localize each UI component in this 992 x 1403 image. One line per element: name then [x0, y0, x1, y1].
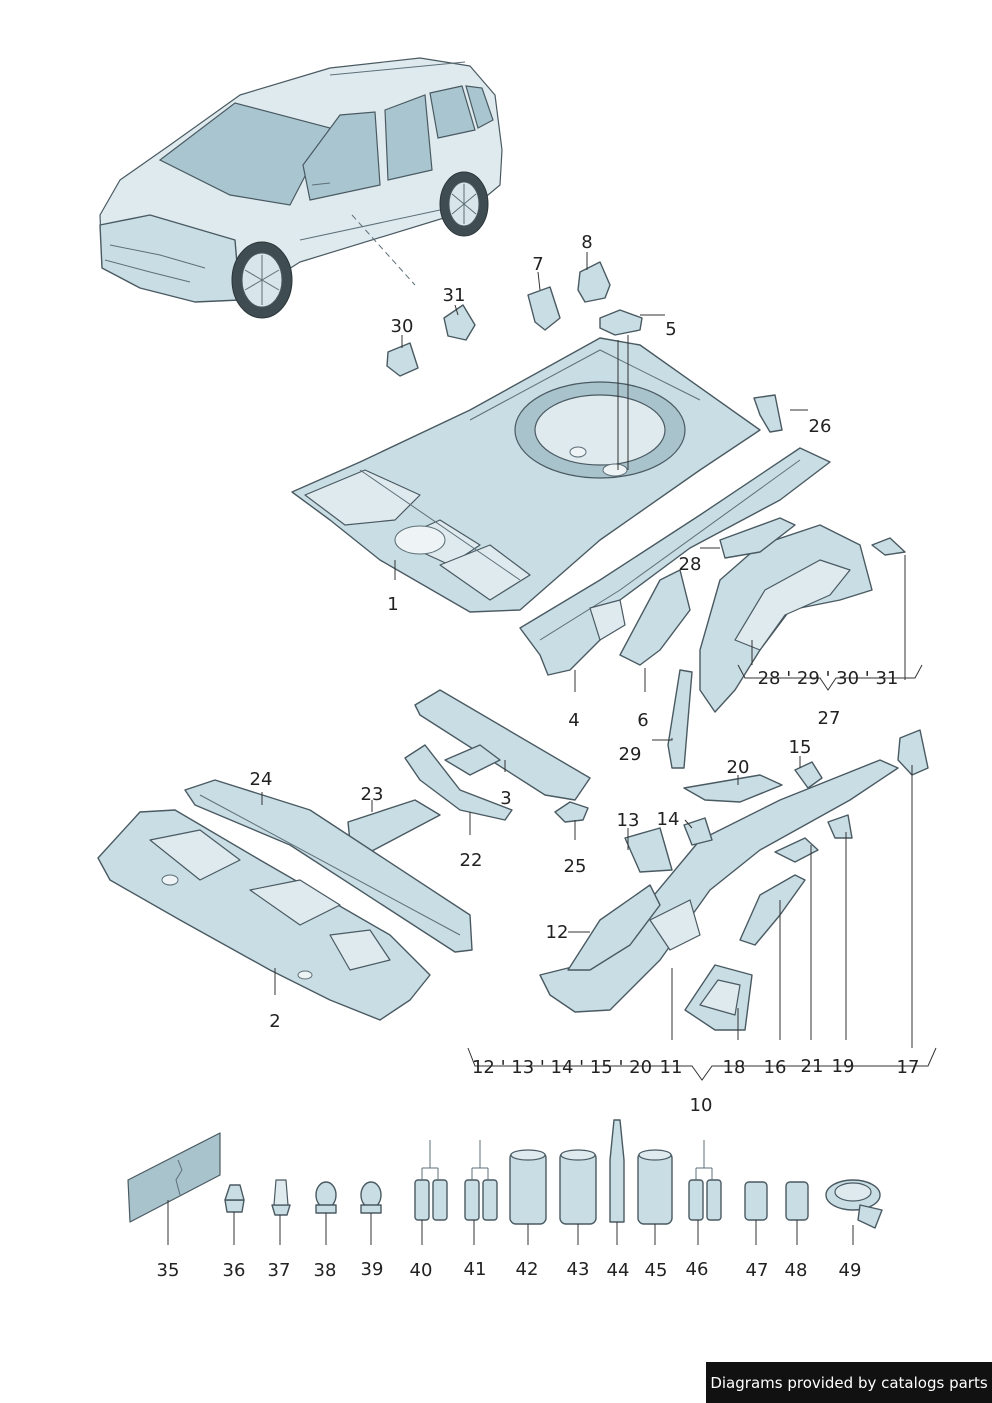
callout-19: 19 — [832, 1056, 855, 1077]
callout-15: 15 — [789, 737, 812, 758]
callout-46: 46 — [686, 1259, 709, 1280]
group-bracket-10 — [467, 1047, 937, 1081]
callout-2: 2 — [269, 1011, 280, 1032]
callout-23: 23 — [361, 784, 384, 805]
callout-13: 13 — [617, 810, 640, 831]
callout-18: 18 — [723, 1057, 746, 1078]
callout-4: 4 — [568, 710, 579, 731]
group-bracket-27 — [737, 664, 923, 691]
callout-6: 6 — [637, 710, 648, 731]
callout-22: 22 — [460, 850, 483, 871]
callout-47: 47 — [746, 1260, 769, 1281]
callout-39: 39 — [361, 1259, 384, 1280]
vehicle-illustration — [99, 57, 503, 319]
group-27-members: 28 ' 29 ' 30 ' 31 — [758, 668, 899, 689]
footer-credit: Diagrams provided by catalogs parts — [706, 1362, 992, 1403]
part-consumables — [127, 1119, 883, 1229]
callout-42: 42 — [516, 1259, 539, 1280]
callout-5: 5 — [665, 319, 676, 340]
callout-labels: 1 2 3 4 5 6 7 8 10 12 13 14 15 20 22 23 … — [157, 232, 920, 1281]
callout-8: 8 — [581, 232, 592, 253]
callout-10: 10 — [690, 1095, 713, 1116]
part-small-brackets — [386, 261, 783, 433]
callout-45: 45 — [645, 1260, 668, 1281]
part-rear-longitudinal — [539, 729, 929, 1031]
callout-44: 44 — [607, 1260, 630, 1281]
callout-48: 48 — [785, 1260, 808, 1281]
callout-41: 41 — [464, 1259, 487, 1280]
callout-26: 26 — [809, 416, 832, 437]
part-side-member — [519, 447, 831, 676]
callout-49: 49 — [839, 1260, 862, 1281]
callout-35: 35 — [157, 1260, 180, 1281]
callout-17: 17 — [897, 1057, 920, 1078]
callout-36: 36 — [223, 1260, 246, 1281]
part-rear-floor — [97, 779, 473, 1021]
callout-21: 21 — [801, 1056, 824, 1077]
callout-38: 38 — [314, 1260, 337, 1281]
callout-24: 24 — [250, 769, 273, 790]
callout-43: 43 — [567, 1259, 590, 1280]
callout-16: 16 — [764, 1057, 787, 1078]
callout-20: 20 — [727, 757, 750, 778]
callout-25: 25 — [564, 856, 587, 877]
callout-29: 29 — [619, 744, 642, 765]
part-cross-members — [347, 689, 591, 853]
callout-7: 7 — [532, 254, 543, 275]
leader-lines — [167, 252, 913, 1245]
callout-31: 31 — [443, 285, 466, 306]
callout-37: 37 — [268, 1260, 291, 1281]
callout-3: 3 — [500, 788, 511, 809]
callout-30: 30 — [391, 316, 414, 337]
part-wheel-housing — [619, 517, 906, 769]
group-10-members-left: 12 ' 13 ' 14 ' 15 ' 20 — [472, 1057, 652, 1078]
callout-11: 11 — [660, 1057, 683, 1078]
callout-14: 14 — [657, 809, 680, 830]
callout-27: 27 — [818, 708, 841, 729]
callout-40: 40 — [410, 1260, 433, 1281]
callout-1: 1 — [387, 594, 398, 615]
callout-28: 28 — [679, 554, 702, 575]
callout-12: 12 — [546, 922, 569, 943]
part-floor-pan — [291, 337, 761, 613]
